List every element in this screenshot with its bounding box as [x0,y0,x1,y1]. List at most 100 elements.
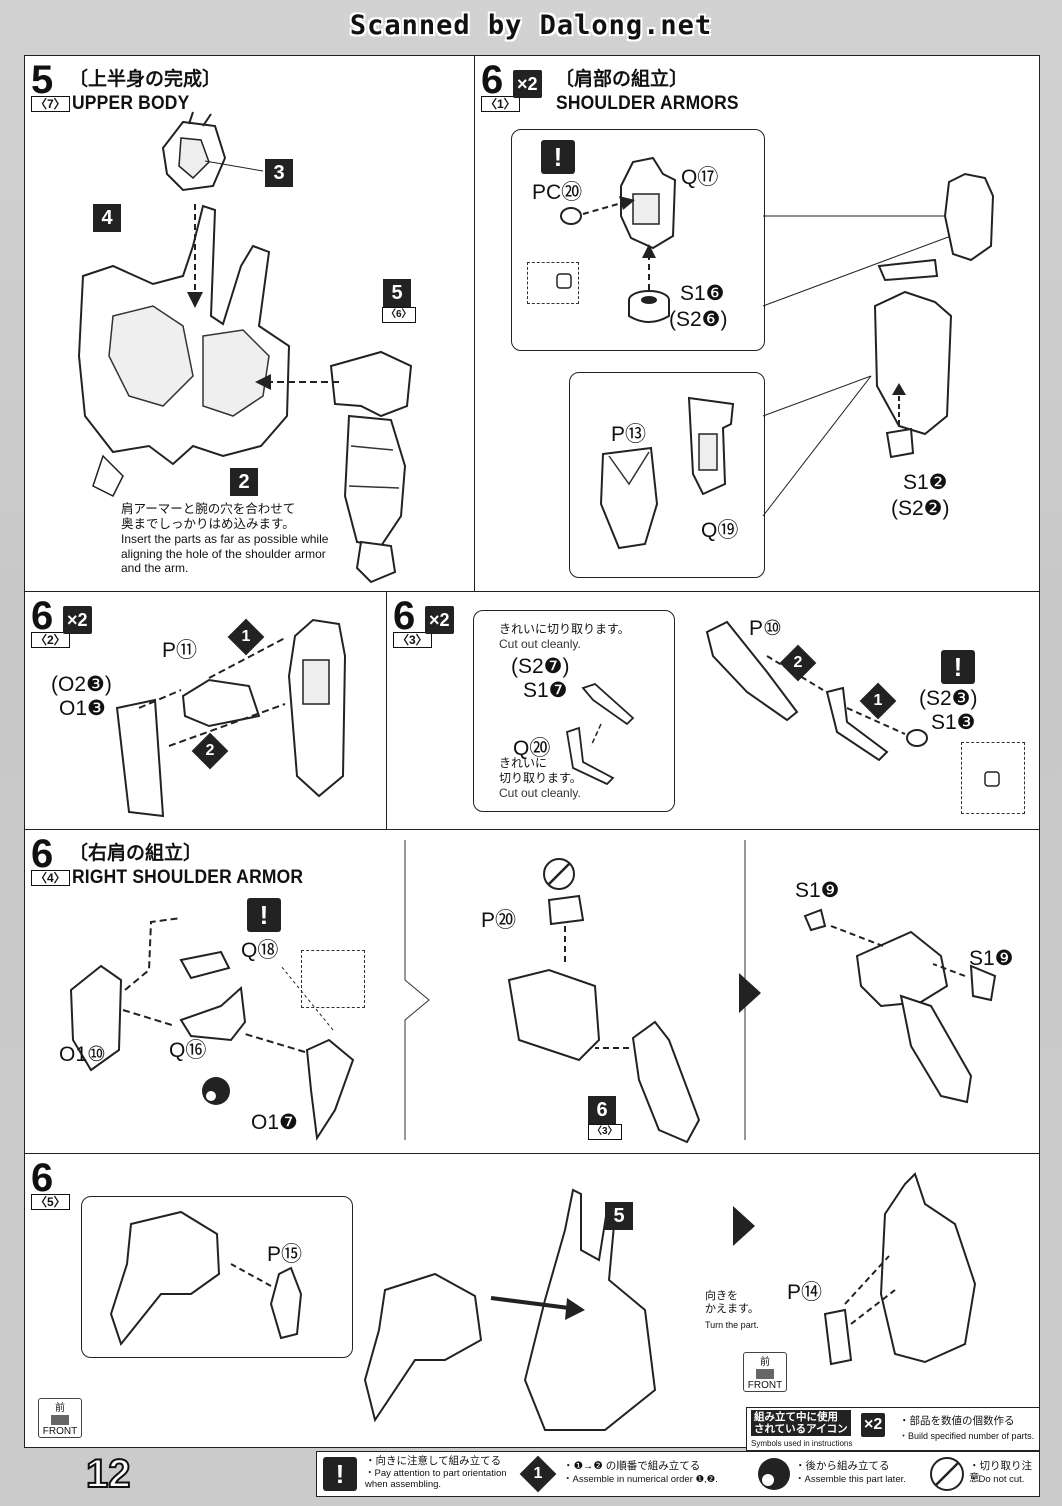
step-title-jp: 〔右肩の組立〕 [69,842,203,864]
part-label-o110: O1⑩ [59,1043,106,1066]
step-title-jp: 〔肩部の組立〕 [555,68,689,90]
sub-step-number: 〈3〉 [393,632,432,648]
step-number: 6 [31,594,54,638]
part-label-s22: (S2❷) [891,497,950,520]
step-number: 6 [393,594,416,638]
arm-attach-arrow [255,374,339,390]
step-5-7-panel: 5 〈7〉 〔上半身の完成〕 UPPER BODY 3 4 5 〈6〉 [24,55,476,593]
leader-line [204,160,264,172]
detail-box [301,950,365,1008]
do-not-cut-icon [543,858,575,890]
order-1-icon: 1 [859,682,897,720]
part-label-q19: Q⑲ [701,519,739,542]
part-label-s23: (S2❸) [919,687,978,710]
part-label-s19a: S1❾ [795,879,840,902]
step-number: 6 [31,1156,54,1200]
order-2-icon: 2 [191,732,229,770]
ref-label-5: 5 [383,279,411,307]
legend-later-en: ・Assemble this part later. [795,1474,906,1485]
part-label-q20: Q⑳ [513,737,551,760]
legend-x2-jp: ・部品を数値の個数作る [899,1415,1015,1427]
cut-note-2-jp: きれいに 切り取ります。 [499,756,582,785]
ref-sub-label: 〈6〉 [382,307,416,323]
part-label-o23: (O2❸) [51,673,112,696]
step-title-en: SHOULDER ARMORS [556,93,739,114]
front-indicator: 前 FRONT [743,1352,787,1392]
step-number: 6 [31,832,54,876]
sub-step-number: 〈5〉 [31,1194,70,1210]
next-step-arrow [739,973,761,1013]
legend-do-not-cut-icon [930,1457,964,1491]
sub-step-number: 〈1〉 [481,96,520,112]
step-number: 6 [481,58,504,102]
shoulder-plate-drawing [599,446,659,550]
legend-order-jp: ・❶→❷ の順番で組み立てる [563,1460,701,1472]
ref-label-6: 6 [588,1096,616,1124]
order-1-icon: 1 [227,618,265,656]
step-6-4-panel: 6 〈4〉 〔右肩の組立〕 RIGHT SHOULDER ARMOR ! Q⑱ … [24,829,1040,1155]
front-en: FRONT [42,1426,78,1437]
turn-note-jp: 向きを かえます。 [705,1290,759,1315]
turn-arrow [733,1206,755,1246]
front-indicator-left: 前 FRONT [38,1398,82,1438]
front-jp: 前 [760,1357,770,1368]
part-label-q16: Q⑯ [169,1039,207,1062]
part-label-s19b: S1❾ [969,947,1014,970]
shoulder-armor-drawing [109,1210,303,1347]
part-label-o17: O1❼ [251,1111,298,1134]
part-label-s27: (S2❼) [511,655,570,678]
assembly-note-jp: 肩アーマーと腕の穴を合わせて 奥までしっかりはめ込みます。 [121,502,296,531]
part-label-p11: P⑪ [162,639,198,662]
part-label-s13: S1❸ [931,711,976,734]
detail-icon [984,771,1000,787]
assembly-note-en: Insert the parts as far as possible whil… [121,532,329,575]
pc-part-drawing [560,196,635,225]
order-2-label: 2 [205,742,215,759]
step-6-5-panel: 6 〈5〉 P⑮ 5 向きを かえます。 Turn the part. 前 FR… [24,1153,1040,1448]
legend-header: 組み立て中に使用 されているアイコン Symbols used in instr… [746,1407,1040,1451]
sub-step-number: 〈4〉 [31,870,70,886]
parts-drawing [115,618,347,818]
head-part-drawing [161,111,227,192]
final-body-drawing [823,1172,977,1366]
part-label-p14: P⑭ [787,1281,823,1304]
section-divider [404,840,430,1140]
ref-label-2: 2 [230,468,258,496]
cut-note-1-en: Cut out cleanly. [499,637,581,651]
assembled-shoulder-drawing [873,172,995,436]
part-label-s12: S1❷ [903,471,948,494]
step-title-jp: 〔上半身の完成〕 [69,68,222,90]
legend-nocut-en: ・Do not cut. [969,1474,1025,1485]
front-en: FRONT [747,1380,783,1391]
cut-note-2-en: Cut out cleanly. [499,786,581,800]
arm-drawing [329,350,413,584]
shoulder-inner-drawing [687,396,735,496]
cut-detail-box [473,610,675,812]
page-number: 12 [85,1451,131,1497]
torso-drawing [77,204,291,498]
ref-label-4: 4 [93,204,121,232]
middle-assembly-drawing [507,894,701,1144]
part-label-p15: P⑮ [267,1243,303,1266]
cut-parts-drawing [565,682,635,786]
step-6-3-panel: 6 〈3〉 ×2 きれいに切り取ります。 Cut out cleanly. (S… [386,591,1040,831]
part-label-s16: S1❻ [680,282,725,305]
warning-icon: ! [941,650,975,684]
sub-step-number: 〈7〉 [31,96,70,112]
legend-bar: ! ・向きに注意して組み立てる ・Pay attention to part o… [316,1451,1040,1497]
step-6-2-panel: 6 〈2〉 ×2 P⑪ (O2❸) O1❸ 1 2 [24,591,388,831]
part-label-p13: P⑬ [611,423,647,446]
leader-lines [762,215,952,517]
part-label-o13: O1❸ [59,697,106,720]
step-6-1-panel: 6 〈1〉 ×2 〔肩部の組立〕 SHOULDER ARMORS ! PC⑳ Q… [474,55,1040,593]
legend-order-icon: 1 [519,1455,557,1493]
sub-step-number: 〈2〉 [31,632,70,648]
ref-label-5: 5 [605,1202,633,1230]
step-number: 5 [31,58,54,102]
front-jp: 前 [55,1403,65,1414]
warning-icon: ! [541,140,575,174]
part-label-s17: S1❼ [523,679,568,702]
legend-warn-jp: ・向きに注意して組み立てる [365,1455,502,1467]
final-assembly-drawing [803,908,997,1104]
